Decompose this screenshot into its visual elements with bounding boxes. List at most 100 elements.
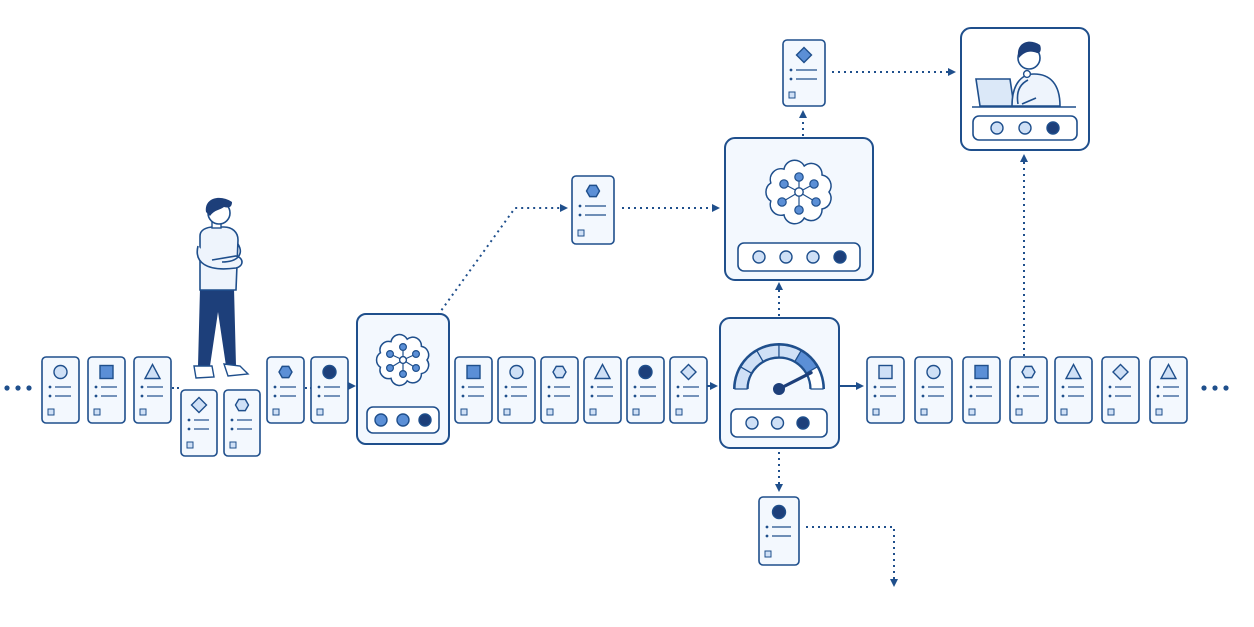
bullet-dot [547, 394, 551, 398]
item-card [133, 356, 172, 424]
bullet-dot [873, 394, 877, 398]
checkbox-icon [139, 408, 147, 416]
network-node [398, 370, 408, 379]
item-card [626, 356, 665, 424]
bullet-dot [633, 385, 637, 389]
indicator-light [779, 250, 793, 264]
bullet-dot [969, 394, 973, 398]
item-cards [41, 39, 1188, 566]
indicator-light [374, 413, 388, 427]
item-card [266, 356, 305, 424]
item-card [310, 356, 349, 424]
square-icon [99, 364, 114, 380]
item-card [1054, 356, 1093, 424]
bullet-dot [461, 385, 465, 389]
checkbox-icon [632, 408, 640, 416]
diamond-icon [680, 363, 697, 381]
indicator-light [770, 416, 785, 430]
branch-item-card [571, 175, 615, 245]
diamond-icon [1112, 363, 1129, 381]
bullet-dot [317, 385, 321, 389]
bullet-dot [590, 385, 594, 389]
circle-icon [509, 364, 524, 380]
indicator-light [745, 416, 759, 430]
circle-icon [322, 364, 337, 380]
indicator-light [1018, 121, 1032, 135]
card-frame [571, 175, 615, 245]
checkbox-icon [546, 408, 554, 416]
checkbox-icon [968, 408, 976, 416]
gauge-module [719, 317, 840, 449]
speedometer-icon [733, 343, 825, 395]
card-frame [454, 356, 493, 424]
network-node [386, 350, 395, 359]
checkbox-icon [186, 441, 194, 449]
item-card [669, 356, 708, 424]
branch-item-card [782, 39, 826, 107]
bullet-dot [676, 394, 680, 398]
network-node [794, 205, 804, 215]
item-card [540, 356, 579, 424]
circle-icon [53, 364, 68, 380]
card-frame [962, 356, 1001, 424]
checkbox-icon [1155, 408, 1163, 416]
checkbox-icon [503, 408, 511, 416]
bullet-dot [676, 385, 680, 389]
hexagon-icon [552, 365, 567, 379]
bullet-dot [921, 385, 925, 389]
review-station [960, 27, 1090, 151]
bullet-dot [94, 394, 98, 398]
bullet-dot [1016, 385, 1020, 389]
hexagon-icon [234, 398, 250, 412]
indicator-lights [990, 121, 1060, 135]
card-frame [914, 356, 953, 424]
card-frame [180, 389, 218, 457]
person-at-laptop-icon [972, 41, 1076, 108]
standing-person-icon [193, 197, 250, 379]
checkbox-icon [1015, 408, 1023, 416]
indicator-lights [752, 250, 847, 264]
network-cloud-icon [765, 159, 832, 225]
indicator-light [833, 250, 847, 264]
indicator-light [806, 250, 820, 264]
card-frame [626, 356, 665, 424]
square-icon [878, 364, 893, 380]
bullet-dot [273, 385, 277, 389]
card-frame [310, 356, 349, 424]
bullet-dot [789, 68, 793, 72]
triangle-icon [1064, 363, 1083, 380]
card-frame [41, 356, 80, 424]
bullet-dot [1108, 394, 1112, 398]
card-frame [669, 356, 708, 424]
gauge-needle [777, 371, 813, 391]
square-icon [974, 364, 989, 380]
checkbox-icon [1060, 408, 1068, 416]
network-hub [794, 187, 804, 197]
bullet-dot [547, 385, 551, 389]
item-card [866, 356, 905, 424]
bullet-dot [633, 394, 637, 398]
bullet-dot [230, 418, 234, 422]
triangle-icon [593, 363, 612, 380]
checkbox-icon [272, 408, 280, 416]
bullet-dot [1156, 385, 1160, 389]
item-card [583, 356, 622, 424]
card-frame [583, 356, 622, 424]
hexagon-icon [278, 365, 293, 379]
indicator-light [990, 121, 1004, 135]
indicator-light [1046, 121, 1060, 135]
card-frame [758, 496, 800, 566]
dropped-item-card [223, 389, 261, 457]
network-node [779, 179, 789, 189]
indicator-light [796, 416, 810, 430]
bullet-dot [873, 385, 877, 389]
bullet-dot [48, 385, 52, 389]
hexagon-icon [585, 184, 601, 198]
bullet-dot [94, 385, 98, 389]
card-frame [1149, 356, 1188, 424]
indicator-light [396, 413, 410, 427]
item-card [41, 356, 80, 424]
item-card [1101, 356, 1140, 424]
diamond-icon [795, 46, 813, 64]
indicator-panel [737, 242, 861, 272]
